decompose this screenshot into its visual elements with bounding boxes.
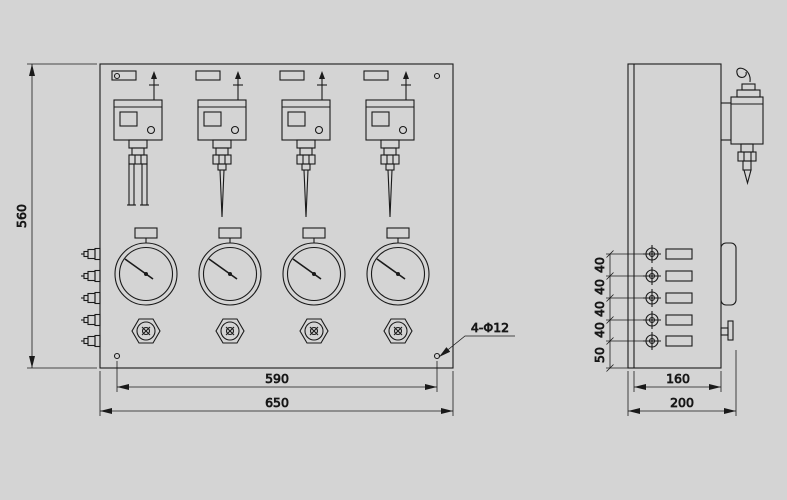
dim-label-160: 160	[666, 371, 690, 386]
cabinet-side-outline	[627, 63, 722, 369]
pressure-switch-body-1	[111, 70, 163, 165]
holes-callout: 4-Φ12	[438, 320, 515, 358]
cable-gland-4	[80, 313, 101, 327]
side-cable-gland-4	[642, 310, 693, 330]
hex-fitting-3	[299, 318, 329, 344]
capillary-coil	[736, 67, 751, 83]
hex-fitting-4	[383, 318, 413, 344]
dim-width-650: 650	[99, 371, 454, 416]
gauge-2	[198, 227, 262, 306]
mounting-hole-top-right	[433, 72, 441, 80]
side-cable-gland-2	[642, 266, 693, 286]
temperature-switch-probe-2	[217, 163, 227, 218]
holes-callout-label: 4-Φ12	[471, 320, 509, 335]
dim-gland-spacing-chain: 40 40 40 40 50	[592, 250, 643, 372]
gauge-side-profile	[720, 242, 737, 306]
dim-height-560: 560	[14, 63, 97, 369]
side-cable-gland-3	[642, 288, 693, 308]
dim-label-50: 50	[592, 347, 607, 363]
hex-fitting-side-profile	[720, 320, 734, 341]
side-cable-gland-1	[642, 244, 693, 264]
temperature-switch-body-3	[279, 70, 331, 165]
hex-fitting-1	[131, 318, 161, 344]
dim-label-560: 560	[14, 204, 29, 228]
mounting-hole-bottom-left	[113, 352, 121, 360]
temperature-switch-probe-3	[301, 163, 311, 218]
mounting-hole-bottom-right	[433, 352, 441, 360]
cable-gland-3	[80, 291, 101, 305]
dim-label-590: 590	[265, 371, 289, 386]
dim-total-depth-200: 200	[627, 350, 737, 416]
panel-outline	[99, 63, 454, 369]
gauge-3	[282, 227, 346, 306]
cable-gland-2	[80, 269, 101, 283]
dim-hole-spacing-590: 590	[116, 361, 438, 392]
temperature-switch-body-2	[195, 70, 247, 165]
cable-gland-5	[80, 334, 101, 348]
gauge-1	[114, 227, 178, 306]
gauge-4	[366, 227, 430, 306]
dim-label-40-4: 40	[592, 322, 607, 338]
side-switch-unit	[721, 67, 764, 186]
mounting-hole-top-left	[113, 72, 121, 80]
dim-label-40-3: 40	[592, 301, 607, 317]
front-view: 560 590 650 4-Φ12	[14, 63, 515, 416]
side-cable-gland-5	[642, 331, 693, 351]
dim-label-40-1: 40	[592, 257, 607, 273]
dim-depth-160: 160	[633, 371, 722, 392]
temperature-switch-body-4	[363, 70, 415, 165]
hex-fitting-2	[215, 318, 245, 344]
pressure-switch-probe-1	[126, 163, 150, 206]
temperature-switch-probe-4	[385, 163, 395, 218]
dim-label-200: 200	[670, 395, 694, 410]
dim-label-650: 650	[265, 395, 289, 410]
dim-label-40-2: 40	[592, 279, 607, 295]
cable-gland-1	[80, 247, 101, 261]
side-view: 40 40 40 40 50 160 200	[592, 63, 764, 416]
